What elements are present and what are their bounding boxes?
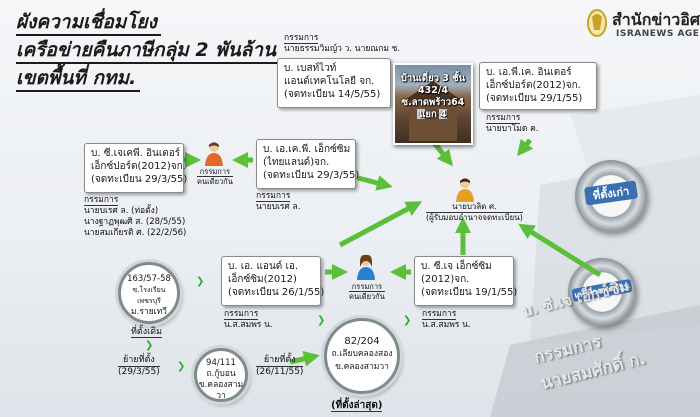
node-line: (จดทะเบียน 14/5/55) <box>284 89 381 100</box>
arrow-ae-to-center <box>338 201 423 248</box>
house-photo: บ้านเดี่ยว 3 ชั้น 432/4 ซ.ลาดพร้าว64 แยก… <box>393 63 473 145</box>
chevron-right-icon: ❯ <box>177 361 186 372</box>
title-line-2: เครือข่ายคืนภาษีกลุ่ม 2 พันล้าน <box>16 38 280 64</box>
center-person-icon <box>456 178 474 202</box>
location-line: ข.คลองสามวา <box>198 380 244 401</box>
node-line: (จดทะเบียน 29/1/55) <box>486 93 583 104</box>
location-move-line: ย้ายที่ตั้ง <box>256 355 304 367</box>
cjk-directors-label: กรรมการ <box>84 195 119 206</box>
bestwise-directors-names: นายธรรมวิมญ์ว ว. นายณกม ช. <box>284 44 401 54</box>
node-apk-inter: บ. เอ.พี.เค. อินเตอร์ เอ็กซ์ปอร์ต(2012)จ… <box>479 62 597 110</box>
node-line: เอ็กซ์ปอร์ต(2012)จก. <box>486 80 581 91</box>
title-line-3: เขตพื้นที่ กทม. <box>16 66 141 92</box>
location-line: ซ.โรงเรียนเพชรบุรี <box>132 286 166 305</box>
location-line: ถ.กู้บอน <box>206 369 236 379</box>
cj-directors-names: น.ส.สมพร น. <box>422 320 471 330</box>
arrow-seal-to-center <box>518 223 602 278</box>
location-move-line: (26/11/55) <box>256 367 304 377</box>
node-line: (จดทะเบียน 26/1/55) <box>228 287 325 298</box>
location-line: 82/204 <box>344 336 380 347</box>
center-person-caption: นายบวลิด ศ. (ผู้รับมอบอำนาจจดทะเบียน) <box>426 202 523 223</box>
apk-thai-directors-label: กรรมการ <box>256 191 291 202</box>
location-line: 163/57-58 <box>127 274 171 284</box>
center-person-caption-line: นายบวลิด ศ. <box>426 202 523 213</box>
person-icon <box>205 142 223 166</box>
person-mid-caption-line: กรรมการ <box>349 282 385 292</box>
person-left-caption-line: คนเดียวกัน <box>197 177 233 186</box>
chevron-down-icon: ❯ <box>317 315 326 326</box>
apk-inter-directors-label: กรรมการ <box>486 113 521 124</box>
location-line: ถ.เลียบคลองสอง <box>331 349 393 359</box>
location-second: 94/111 ถ.กู้บอน ข.คลองสามวา <box>194 348 248 402</box>
location-line: ม.รายเทวี <box>131 307 167 317</box>
arrow-apk-inter-to-center <box>517 138 534 157</box>
location-move-line: (29/3/55) <box>118 367 160 377</box>
center-person-caption-line: (ผู้รับมอบอำนาจจดทะเบียน) <box>426 213 523 222</box>
node-cj: บ. ซี.เจ เอ็กซ์ซิม (2012)จก. (จดทะเบียน … <box>414 256 518 306</box>
location-line: 94/111 <box>206 358 236 368</box>
bestwise-directors-label: กรรมการ <box>284 33 319 44</box>
node-bestwise: บ. เบสท์ไวท์ แอนด์เทคโนโลยี จก. (จดทะเบี… <box>277 58 391 108</box>
location-move-2: ย้ายที่ตั้ง (26/11/55) <box>256 355 304 378</box>
node-line: (ไทยแลนด์)จก. <box>263 157 330 168</box>
apk-inter-directors-names: นายบาโมด ค. <box>486 124 539 134</box>
person-mid-caption: กรรมการ คนเดียวกัน <box>349 282 385 301</box>
node-line: บ. เอ.พี.เค. อินเตอร์ <box>486 67 572 78</box>
person-left-caption: กรรมการ คนเดียวกัน <box>197 167 233 186</box>
house-caption-line: แยก 4 <box>419 109 447 120</box>
arrow-apk-thai-to-center <box>357 175 393 191</box>
node-line: บ. เอ.เค.พี. เอ็กซ์ซิม <box>263 144 351 155</box>
agency-name-th: สำนักข่าวอิศรา <box>612 10 700 29</box>
node-line: บ. ซี.เจเคพี. อินเตอร์ <box>91 148 181 159</box>
chevron-right-icon: ❯ <box>196 276 205 287</box>
node-line: บ. ซี.เจ เอ็กซ์ซิม <box>421 261 492 272</box>
apk-thai-directors-names: นายบเรศ ล. <box>256 202 301 212</box>
node-apk-thai: บ. เอ.เค.พี. เอ็กซ์ซิม (ไทยแลนด์)จก. (จด… <box>256 139 360 189</box>
house-caption-line: บ้านเดี่ยว 3 ชั้น <box>400 73 466 84</box>
node-ae: บ. เอ. แอนด์ เอ. เอ็กซ์ซิม(2012) (จดทะเบ… <box>221 256 325 306</box>
node-line: เอ็กซ์ปอร์ต(2012)จก. <box>91 161 186 172</box>
house-caption: บ้านเดี่ยว 3 ชั้น 432/4 ซ.ลาดพร้าว64 แยก… <box>395 73 471 121</box>
seal-old-location: ที่ตั้งเก่า <box>575 160 647 232</box>
ae-directors-label: กรรมการ <box>224 309 259 320</box>
location-line: ข.คลองสามวา <box>335 362 389 372</box>
node-line: บ. เอ. แอนด์ เอ. <box>228 261 299 272</box>
node-line: แอนด์เทคโนโลยี จก. <box>284 76 375 87</box>
house-shape <box>403 81 463 141</box>
cjk-director: นายบเรศ ล. (ท่อตั้ง) <box>84 206 159 216</box>
node-line: บ. เบสท์ไวท์ <box>284 63 337 74</box>
location-original-caption: ที่ตั้งเดิม <box>131 327 163 338</box>
house-caption-line: 432/4 <box>418 85 448 96</box>
node-line: (2012)จก. <box>421 274 470 285</box>
location-latest: 82/204 ถ.เลียบคลองสอง ข.คลองสามวา <box>324 318 400 394</box>
cjk-director: นายสมเกียรติ ศ. (22/2/56) <box>84 228 187 238</box>
node-line: (จดทะเบียน 29/3/55) <box>263 170 360 181</box>
node-line: เอ็กซ์ซิม(2012) <box>228 274 297 285</box>
node-line: (จดทะเบียน 29/3/55) <box>91 174 188 185</box>
chevron-down-icon: ❯ <box>403 315 412 326</box>
cj-directors-label: กรรมการ <box>422 309 457 320</box>
node-cjk: บ. ซี.เจเคพี. อินเตอร์ เอ็กซ์ปอร์ต(2012)… <box>84 143 188 193</box>
chevron-down-icon: ❯ <box>145 340 154 351</box>
ae-directors-names: น.ส.สมพร น. <box>224 320 273 330</box>
person-left-caption-line: กรรมการ <box>197 167 233 177</box>
title-line-1: ผังความเชื่อมโยง <box>16 10 161 36</box>
agency-logo-icon <box>587 9 607 37</box>
location-move-line: ย้ายที่ตั้ง <box>118 355 160 367</box>
location-move-1: ย้ายที่ตั้ง (29/3/55) <box>118 355 160 378</box>
location-latest-caption: (ที่ตั้งล่าสุด) <box>331 400 383 412</box>
agency-name-en: ISRANEWS AGENCY <box>616 29 700 39</box>
person-mid-caption-line: คนเดียวกัน <box>349 292 385 301</box>
node-line: (จดทะเบียน 19/1/55) <box>421 287 518 298</box>
person-mid-icon <box>357 254 375 280</box>
seal-registration: เลขที่จดทะเบียน <box>568 258 636 326</box>
location-original: 163/57-58 ซ.โรงเรียนเพชรบุรี ม.รายเทวี <box>118 262 180 324</box>
cjk-director: นางฐาฏพุฒศิ ส. (28/5/55) <box>84 217 186 227</box>
arrow-move2-to-loc3 <box>289 350 320 367</box>
house-caption-line: ซ.ลาดพร้าว64 <box>401 97 465 108</box>
